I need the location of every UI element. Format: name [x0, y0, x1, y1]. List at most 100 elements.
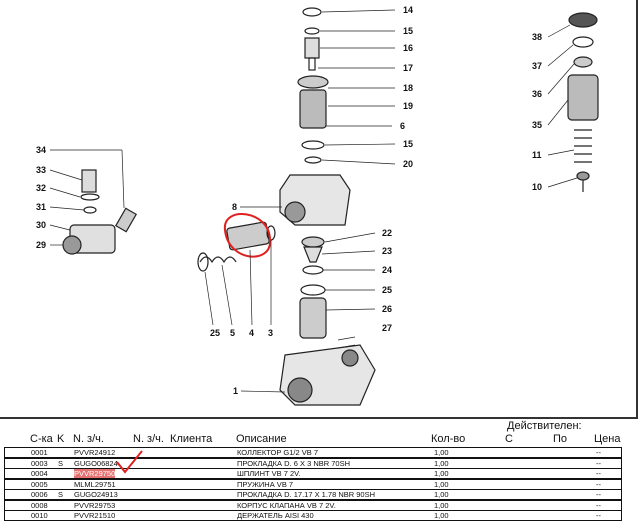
callout-label: 25 — [210, 328, 220, 338]
callout-label: 10 — [532, 182, 542, 192]
cell-code: 0004 — [31, 469, 48, 478]
cell-qty: 1,00 — [434, 479, 449, 489]
callout-label: 20 — [403, 159, 413, 169]
callout-label: 23 — [382, 246, 392, 256]
cell-code: 0006 — [31, 490, 48, 499]
cell-desc: ПРОКЛАДКА D. 6 X 3 NBR 70SH — [237, 458, 350, 468]
header-qty: Кол-во — [431, 433, 466, 445]
callout-label: 5 — [230, 328, 235, 338]
cell-qty: 1,00 — [434, 511, 449, 520]
part-11-spring — [574, 129, 592, 163]
part-18 — [297, 75, 329, 89]
header-to: По — [553, 433, 568, 445]
callout-label: 26 — [382, 304, 392, 314]
header-valid: Действителен: — [507, 420, 582, 432]
cell-part: GUGO06824 — [74, 458, 118, 468]
part-25b — [197, 252, 209, 272]
part-16-stem — [308, 57, 316, 71]
callout-label: 35 — [532, 120, 542, 130]
part-15b — [301, 140, 325, 150]
callout-label: 30 — [36, 220, 46, 230]
cell-code: 0003 — [31, 458, 48, 468]
cell-part: MLML29751 — [74, 479, 116, 489]
callout-label: 24 — [382, 265, 392, 275]
callout-label: 34 — [36, 145, 46, 155]
cell-qty: 1,00 — [434, 500, 449, 510]
table-row[interactable]: 0004 PVVR29750 ШПЛИНТ VB 7 2V. 1,00 -- — [4, 468, 622, 479]
part-20 — [304, 156, 322, 164]
callout-label: 37 — [532, 61, 542, 71]
part-26 — [299, 297, 327, 339]
cell-price: -- — [596, 469, 601, 478]
part-34 — [114, 207, 138, 233]
cell-part: PVVR24912 — [74, 448, 116, 457]
cell-price: -- — [596, 448, 601, 457]
callout-label: 32 — [36, 183, 46, 193]
table-row[interactable]: 0010 PVVR21510 ДЕРЖАТЕЛЬ AISI 430 1,00 -- — [4, 510, 622, 521]
callout-label: 22 — [382, 228, 392, 238]
callout-label: 38 — [532, 32, 542, 42]
cell-part: PVVR29753 — [74, 500, 116, 510]
cell-qty: 1,00 — [434, 490, 449, 499]
callout-label: 8 — [232, 202, 237, 212]
cell-desc: ПРОКЛАДКА D. 17.17 X 1.78 NBR 90SH — [237, 490, 376, 499]
header-client-part: N. з/ч. Клиента — [133, 433, 213, 445]
cell-part: PVVR21510 — [74, 511, 116, 520]
callout-label: 33 — [36, 165, 46, 175]
part-27 — [337, 336, 356, 349]
cell-qty: 1,00 — [434, 448, 449, 457]
cell-price: -- — [596, 458, 601, 468]
port-hole — [341, 349, 359, 367]
header-code: С-ка — [30, 433, 53, 445]
cell-code: 0010 — [31, 511, 48, 520]
cell-k: S — [58, 458, 64, 468]
cell-qty: 1,00 — [434, 458, 449, 468]
cell-desc: ПРУЖИНА VB 7 — [237, 479, 294, 489]
callout-label: 16 — [403, 43, 413, 53]
cell-desc: ДЕРЖАТЕЛЬ AISI 430 — [237, 511, 314, 520]
header-k: K — [57, 433, 65, 445]
callout-label: 15 — [403, 139, 413, 149]
cell-desc: КОРПУС КЛАПАНА VB 7 2V. — [237, 500, 336, 510]
callout-label: 29 — [36, 240, 46, 250]
part-14 — [302, 7, 322, 17]
port-hole — [287, 377, 313, 403]
cell-k: S — [58, 490, 64, 499]
header-desc: Описание — [236, 433, 287, 445]
table-row[interactable]: 0006 S GUGO24913 ПРОКЛАДКА D. 17.17 X 1.78 … — [4, 489, 622, 500]
cell-part: GUGO24913 — [74, 490, 118, 499]
part-15 — [304, 27, 320, 35]
cell-desc: ШПЛИНТ VB 7 2V. — [237, 469, 301, 478]
callout-label: 36 — [532, 89, 542, 99]
red-checkmark-annotation — [116, 450, 143, 474]
callout-label: 17 — [403, 63, 413, 73]
part-33 — [81, 169, 97, 193]
callout-label: 15 — [403, 26, 413, 36]
part-19 — [299, 89, 327, 129]
table-row[interactable]: 0001 PVVR24912 КОЛЛЕКТОР G1/2 VB 7 1,00 -- — [4, 447, 622, 458]
cell-price: -- — [596, 511, 601, 520]
callout-label: 27 — [382, 323, 392, 333]
cell-code: 0001 — [31, 448, 48, 457]
cell-qty: 1,00 — [434, 469, 449, 478]
cell-part: PVVR29750 — [74, 469, 116, 478]
leader-lines — [49, 9, 578, 393]
table-row[interactable]: 0003 S GUGO06824 ПРОКЛАДКА D. 6 X 3 NBR 70S… — [4, 457, 622, 469]
part-23 — [303, 246, 323, 263]
header-part: N. з/ч. — [73, 433, 104, 445]
callout-label: 4 — [249, 328, 254, 338]
cell-price: -- — [596, 490, 601, 499]
header-price: Цена — [594, 433, 621, 445]
part-35 — [567, 74, 599, 121]
diagram-frame — [0, 0, 638, 419]
part-32 — [80, 193, 100, 201]
header-from: С — [505, 433, 513, 445]
part-37 — [572, 36, 594, 48]
cell-desc: КОЛЛЕКТОР G1/2 VB 7 — [237, 448, 319, 457]
cell-price: -- — [596, 500, 601, 510]
